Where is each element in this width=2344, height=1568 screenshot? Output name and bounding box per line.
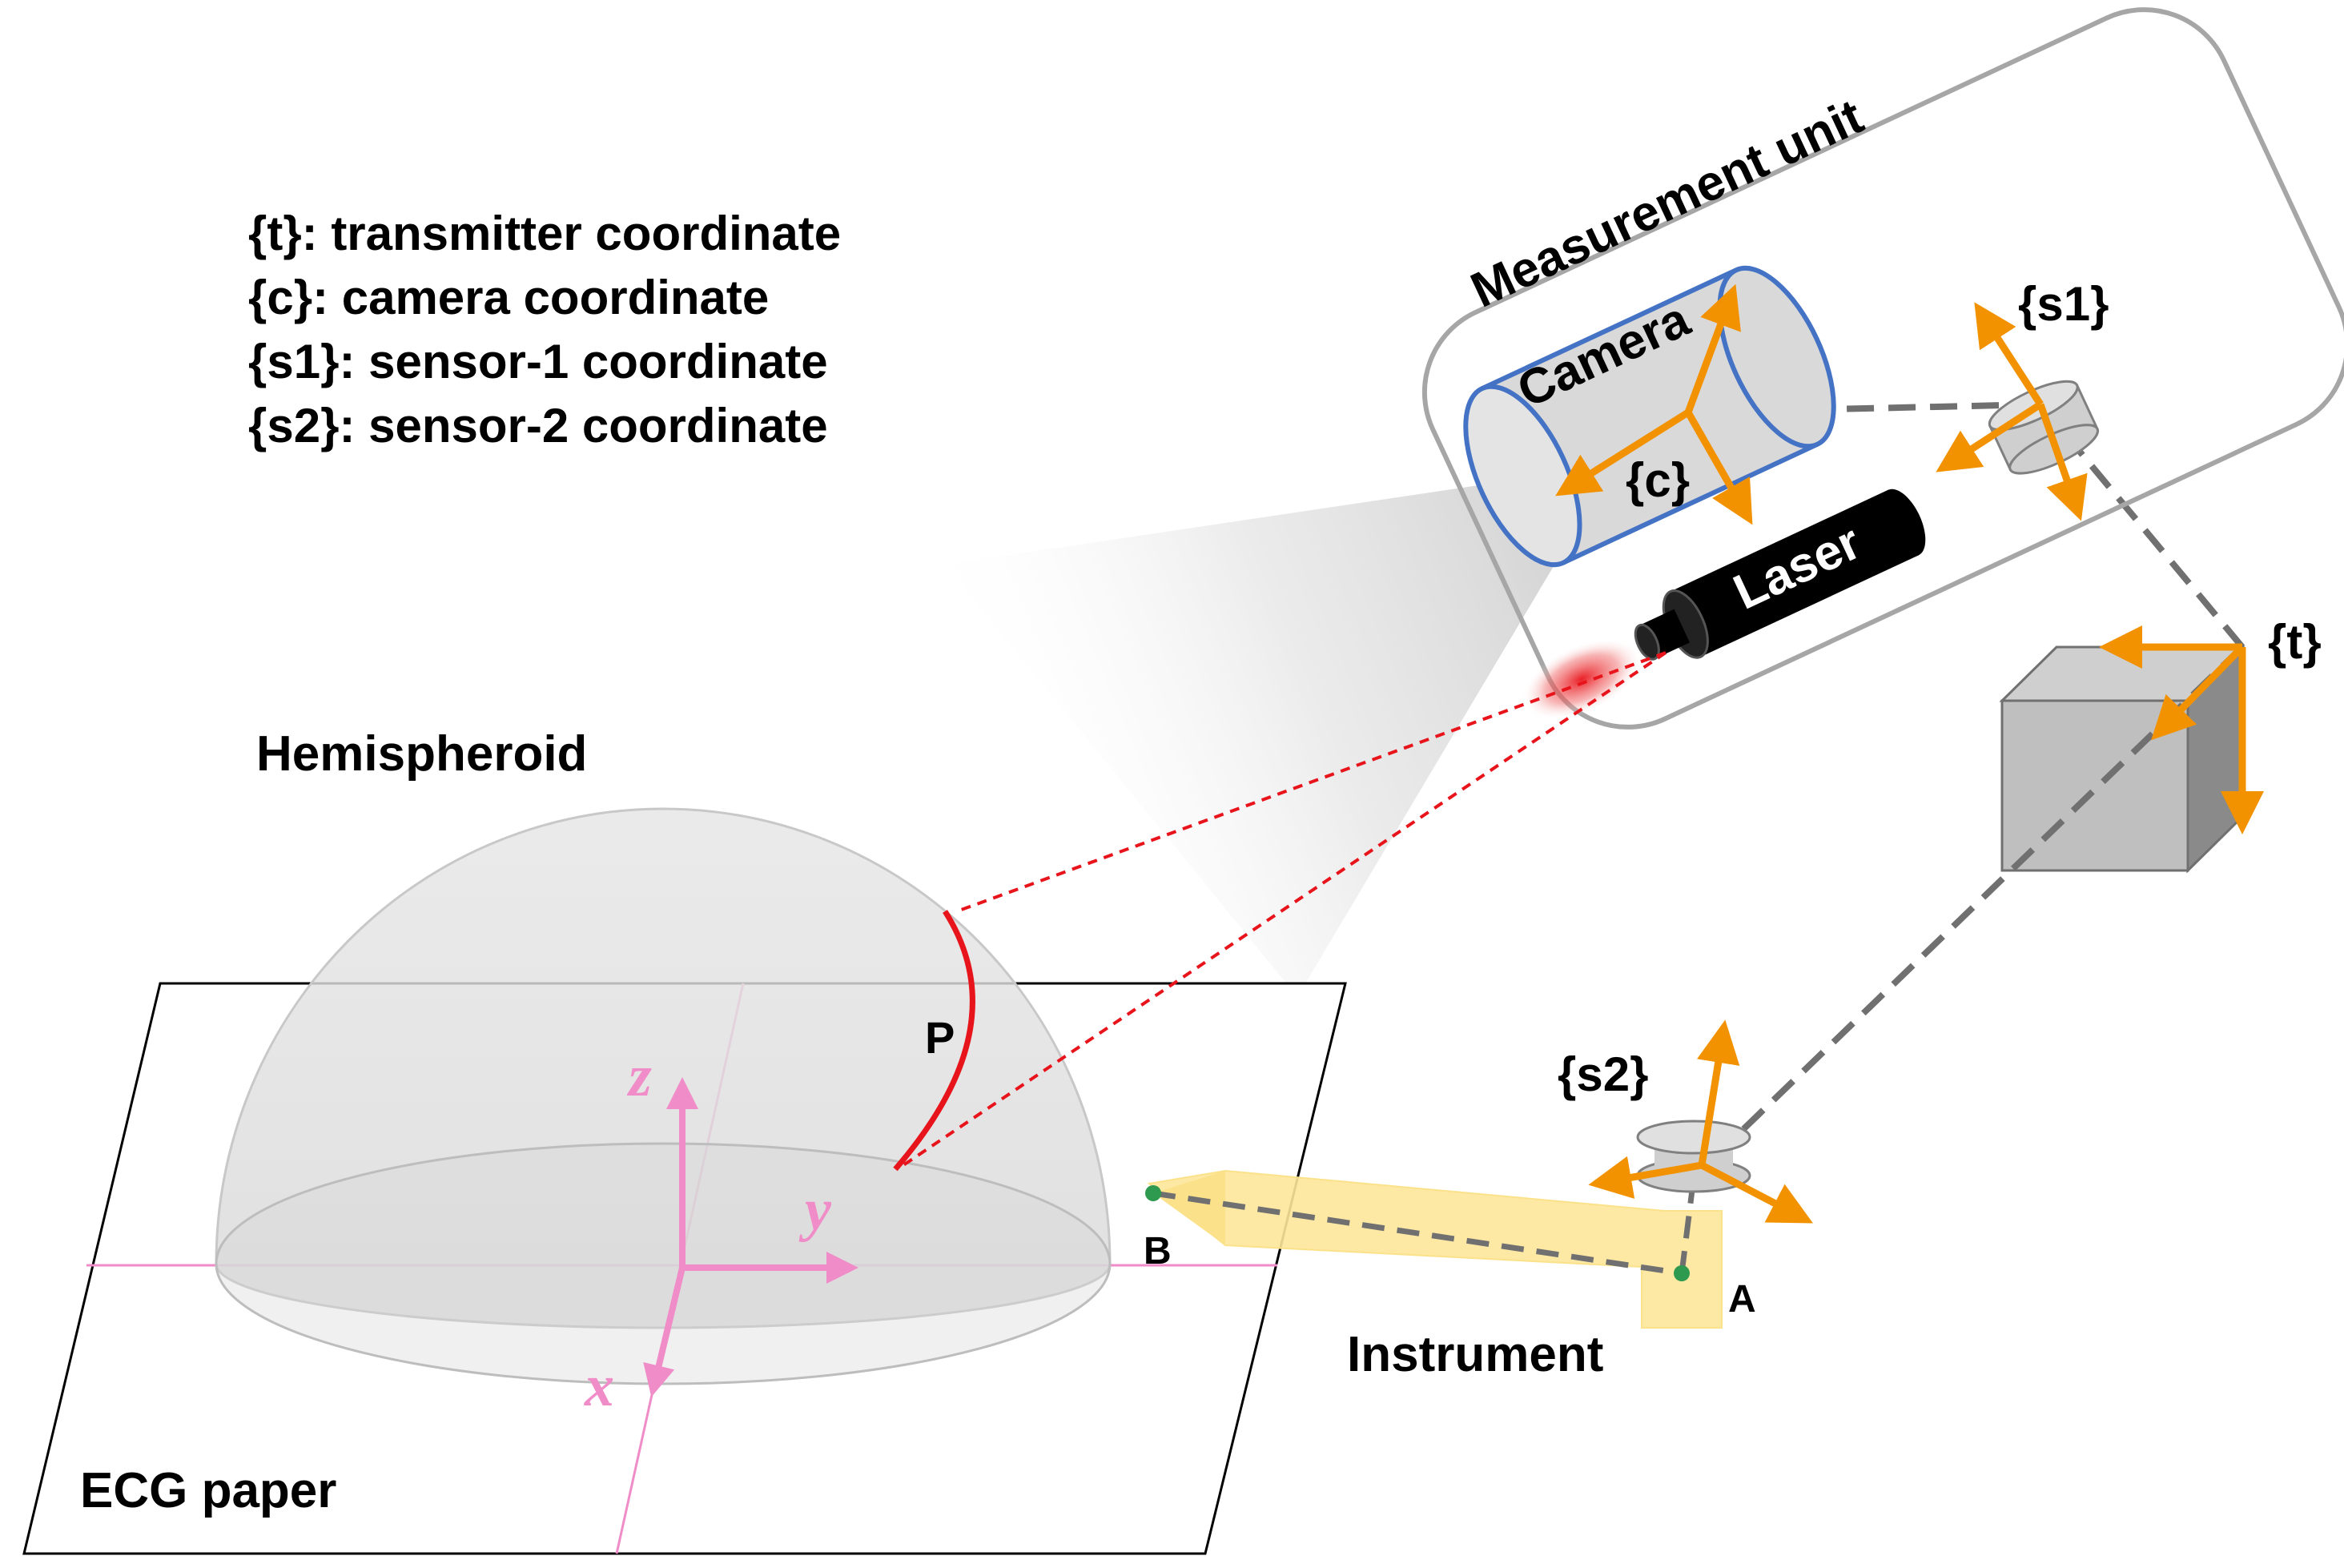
instrument-to-sensor2 xyxy=(1679,1176,1697,1274)
sensor1-axis-b xyxy=(2036,403,2088,521)
laser-body xyxy=(1634,488,1926,661)
transmitter-axis-diag xyxy=(2151,644,2245,741)
legend-item-camera: {c}: camera coordinate xyxy=(248,271,769,324)
instrument-axis xyxy=(1152,1190,1683,1277)
sensor2-frame-label: {s2} xyxy=(1558,1047,1648,1101)
legend: {t}: transmitter coordinate {c}: camera … xyxy=(248,207,841,452)
sensor1-axis-a xyxy=(1974,302,2044,407)
laser-beam-lower xyxy=(902,651,1667,1167)
measured-curve-p xyxy=(893,910,975,1172)
legend-item-transmitter: {t}: transmitter coordinate xyxy=(248,207,841,260)
camera-view-cone xyxy=(945,476,1574,997)
sensor1-axis-c xyxy=(1936,401,2043,472)
sensor2-axis-right xyxy=(1699,1162,1813,1224)
x-axis-arrow xyxy=(643,1267,686,1397)
point-a-label: A xyxy=(1728,1278,1756,1321)
camera-axis-down xyxy=(1685,410,1753,525)
point-b-label: B xyxy=(1144,1230,1172,1272)
point-a-marker xyxy=(1674,1265,1690,1281)
sensor2-axis-up xyxy=(1697,1019,1740,1166)
legend-item-sensor2: {s2}: sensor-2 coordinate xyxy=(248,399,828,452)
instrument-body xyxy=(1147,1169,1723,1329)
sensor1-frame-label: {s1} xyxy=(2018,277,2109,331)
legend-item-sensor1: {s1}: sensor-1 coordinate xyxy=(248,335,828,388)
camera-frame-label: {c} xyxy=(1626,453,1690,507)
point-b-marker xyxy=(1145,1185,1161,1201)
axis-x-label: x xyxy=(584,1353,614,1419)
measurement-unit-box xyxy=(1421,7,2344,730)
point-p-label: P xyxy=(925,1012,955,1063)
axis-z-label: z xyxy=(626,1043,652,1109)
laser-beam-upper xyxy=(956,651,1667,913)
camera-axis-left xyxy=(1555,409,1691,497)
sensor2-axis-left xyxy=(1588,1156,1703,1199)
camera-axis-up xyxy=(1684,283,1741,414)
link-transmitter-sensor2 xyxy=(1691,645,2245,1180)
instrument-tip xyxy=(1153,1171,1225,1245)
instrument-label: Instrument xyxy=(1347,1327,1603,1382)
laser-glow xyxy=(1522,638,1642,720)
sensor2-body xyxy=(1636,1120,1751,1193)
transmitter-frame-label: {t} xyxy=(2268,615,2322,669)
hemispheroid-label: Hemispheroid xyxy=(256,726,587,782)
ecg-paper-label: ECG paper xyxy=(80,1463,336,1518)
